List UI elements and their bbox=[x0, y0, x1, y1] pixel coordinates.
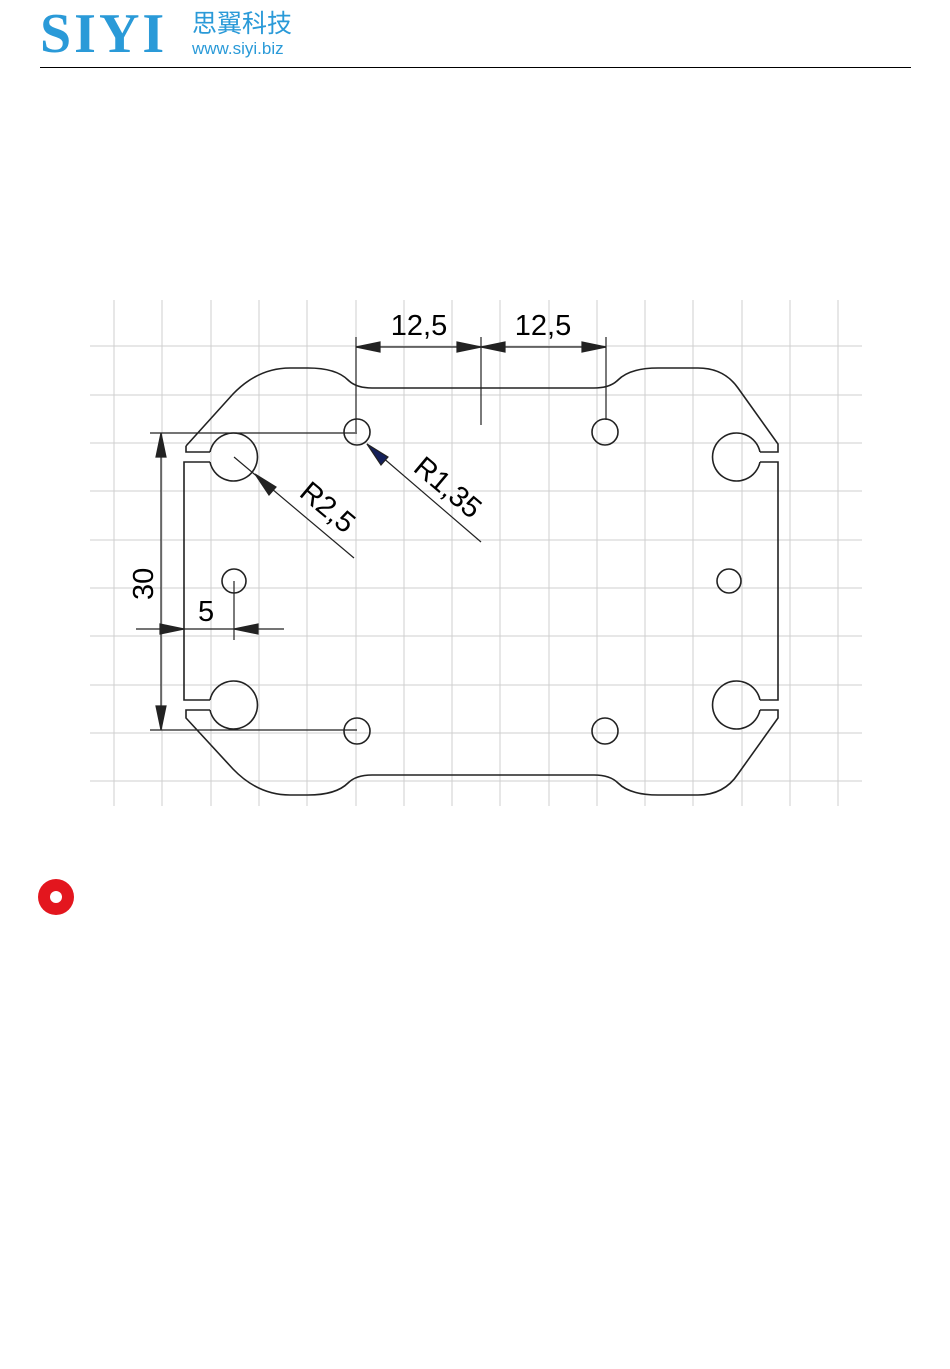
brand-url: www.siyi.biz bbox=[192, 39, 284, 59]
plate-outline bbox=[184, 368, 778, 795]
dim-height: 30 bbox=[128, 568, 160, 600]
dim-radius-large: R2,5 bbox=[294, 476, 362, 540]
dim-offset: 5 bbox=[198, 596, 214, 628]
brand-name-cn: 思翼科技 bbox=[192, 10, 292, 38]
brand-logo: SIYI bbox=[40, 4, 167, 64]
mounting-drawing: 12,5 12,5 R1,35 R2,5 30 5 bbox=[0, 290, 950, 820]
dim-top-left: 12,5 bbox=[391, 310, 447, 342]
page-header: SIYI 思翼科技 www.siyi.biz bbox=[0, 0, 950, 70]
record-icon bbox=[37, 877, 77, 917]
dim-radius-small: R1,35 bbox=[408, 451, 488, 525]
dim-top-right: 12,5 bbox=[515, 310, 571, 342]
mounting-holes bbox=[210, 419, 760, 744]
header-rule bbox=[40, 67, 911, 68]
dimension-lines bbox=[136, 337, 606, 730]
